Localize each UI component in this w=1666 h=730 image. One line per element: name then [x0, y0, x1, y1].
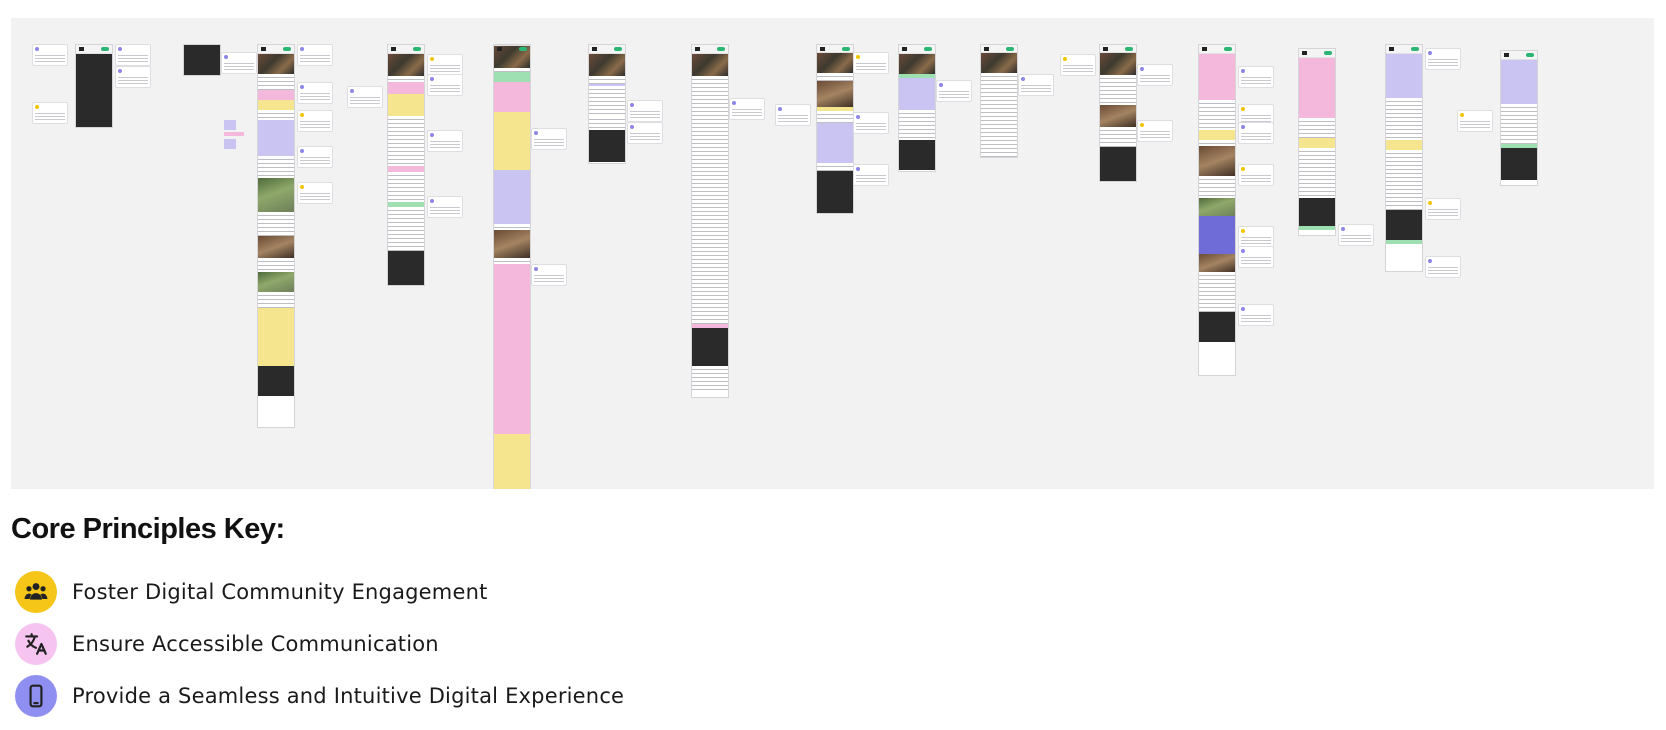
- annotation-note: [32, 44, 68, 66]
- screen-about-us[interactable]: [493, 44, 531, 489]
- annotation-note: [1425, 198, 1461, 220]
- key-item-community: Foster Digital Community Engagement: [15, 571, 488, 613]
- annotation-note: [853, 52, 889, 74]
- screen-opening-hours[interactable]: [980, 44, 1018, 158]
- community-people-icon: [15, 571, 57, 613]
- annotation-note: [627, 122, 663, 144]
- annotation-note: [115, 44, 151, 66]
- screen-exhibition[interactable]: [1099, 44, 1137, 182]
- design-canvas[interactable]: [11, 18, 1654, 489]
- screen-crochet-circle[interactable]: [1198, 44, 1236, 376]
- annotation-note: [1137, 120, 1173, 142]
- screen-home[interactable]: [257, 44, 295, 428]
- annotation-note: [347, 86, 383, 108]
- key-label: Provide a Seamless and Intuitive Digital…: [72, 684, 625, 708]
- annotation-note: [32, 102, 68, 124]
- screen-faqs-menu[interactable]: [588, 44, 626, 164]
- annotation-note: [1238, 122, 1274, 144]
- annotation-note: [1425, 256, 1461, 278]
- annotation-note: [1238, 66, 1274, 88]
- key-item-accessible: Ensure Accessible Communication: [15, 623, 439, 665]
- annotation-note: [1238, 246, 1274, 268]
- annotation-note: [1338, 224, 1374, 246]
- screen-events[interactable]: [816, 44, 854, 214]
- screen-plan-a-visit[interactable]: [387, 44, 425, 286]
- key-label: Foster Digital Community Engagement: [72, 580, 488, 604]
- annotation-note: [1018, 74, 1054, 96]
- annotation-note: [297, 82, 333, 104]
- annotation-note: [1457, 110, 1493, 132]
- screen-events-list[interactable]: [898, 44, 936, 172]
- annotation-note: [853, 164, 889, 186]
- screen-faqs[interactable]: [691, 44, 729, 398]
- smartphone-icon: [15, 675, 57, 717]
- annotation-note: [297, 110, 333, 132]
- annotation-note: [221, 52, 257, 74]
- annotation-note: [1060, 54, 1096, 76]
- screen-profile-detail[interactable]: [1500, 50, 1538, 186]
- annotation-note: [297, 182, 333, 204]
- annotation-note: [115, 66, 151, 88]
- annotation-note: [427, 196, 463, 218]
- key-title: Core Principles Key:: [11, 513, 285, 545]
- annotation-note: [531, 128, 567, 150]
- annotation-note: [427, 54, 463, 76]
- annotation-note: [531, 264, 567, 286]
- annotation-note: [853, 112, 889, 134]
- screen-crochet-circle-register[interactable]: [1298, 48, 1336, 236]
- key-item-seamless: Provide a Seamless and Intuitive Digital…: [15, 675, 624, 717]
- annotation-note: [297, 146, 333, 168]
- screen-menu[interactable]: [75, 44, 113, 128]
- annotation-note: [297, 44, 333, 66]
- screen-profile[interactable]: [1385, 44, 1423, 272]
- annotation-note: [1425, 48, 1461, 70]
- component-events-list[interactable]: [224, 108, 260, 150]
- annotation-note: [1137, 64, 1173, 86]
- annotation-note: [427, 130, 463, 152]
- annotation-note: [1238, 304, 1274, 326]
- annotation-note: [775, 104, 811, 126]
- annotation-note: [1238, 164, 1274, 186]
- screen-language-popup[interactable]: [183, 44, 221, 76]
- annotation-note: [427, 74, 463, 96]
- key-label: Ensure Accessible Communication: [72, 632, 439, 656]
- annotation-note: [627, 100, 663, 122]
- annotation-note: [936, 80, 972, 102]
- annotation-note: [1238, 226, 1274, 248]
- annotation-note: [729, 98, 765, 120]
- translate-icon: [15, 623, 57, 665]
